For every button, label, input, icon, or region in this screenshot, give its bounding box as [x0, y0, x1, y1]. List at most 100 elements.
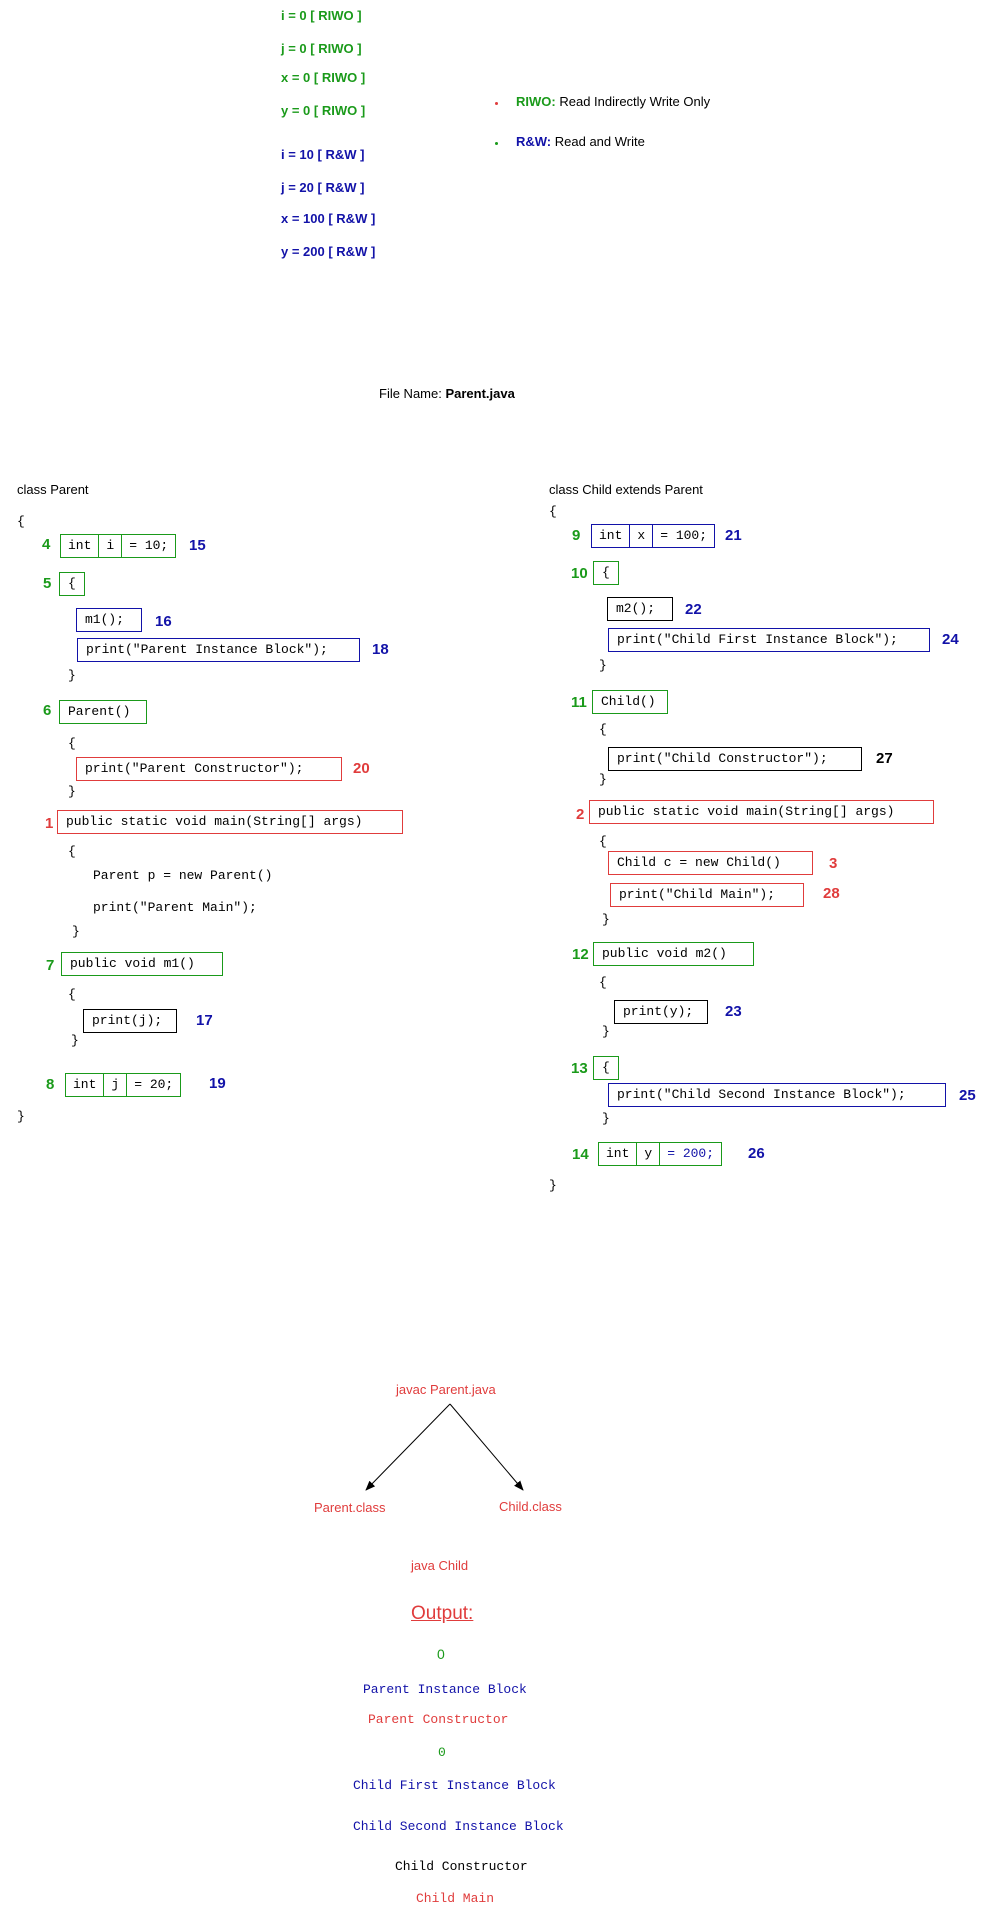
child-instance-block-1-close: }	[599, 658, 607, 673]
legend-bullet-riwo	[495, 102, 498, 105]
parent-constructor-close: }	[68, 784, 76, 799]
print-child-constructor: print("Child Constructor");	[608, 747, 862, 771]
legend-riwo-term: RIWO:	[516, 94, 556, 109]
output-line-7: Child Constructor	[395, 1859, 528, 1874]
output-line-3: Parent Constructor	[368, 1712, 509, 1727]
field-type: int	[68, 538, 92, 553]
m1-open: {	[68, 987, 76, 1002]
output-line-4: 0	[438, 1745, 446, 1760]
parent-main-close: }	[72, 924, 80, 939]
child-main-open: {	[599, 834, 607, 849]
field-value: = 10;	[121, 535, 175, 557]
step-17: 17	[196, 1012, 213, 1029]
field-value: = 200;	[659, 1143, 721, 1165]
parent-main-method: public static void main(String[] args)	[57, 810, 403, 834]
field-value: = 20;	[126, 1074, 180, 1096]
m1-call: m1();	[76, 608, 142, 632]
step-24: 24	[942, 631, 959, 648]
parent-main-line-print: print("Parent Main");	[93, 900, 257, 915]
m2-open: {	[599, 975, 607, 990]
m2-declaration: public void m2()	[593, 942, 754, 966]
print-parent-constructor: print("Parent Constructor");	[76, 757, 342, 781]
print-y: print(y);	[614, 1000, 708, 1024]
child-constructor-open: {	[599, 722, 607, 737]
parent-open-brace: {	[17, 514, 25, 529]
output-line-8: Child Main	[416, 1891, 495, 1906]
parent-main-open: {	[68, 844, 76, 859]
legend-rw-term: R&W:	[516, 134, 552, 149]
file-name-label: File Name: Parent.java	[379, 386, 515, 401]
child-main-close: }	[602, 912, 610, 927]
step-15: 15	[189, 537, 206, 554]
field-var: j	[103, 1074, 126, 1096]
step-16: 16	[155, 613, 172, 630]
step-23: 23	[725, 1003, 742, 1020]
var-i-rw: i = 10 [ R&W ]	[281, 147, 365, 162]
step-9: 9	[572, 527, 581, 544]
legend-riwo: RIWO: Read Indirectly Write Only	[516, 94, 710, 109]
output-line-1: 0	[437, 1646, 445, 1662]
var-x-riwo: x = 0 [ RIWO ]	[281, 70, 366, 85]
step-5: 5	[43, 575, 52, 592]
parent-class-file: Parent.class	[314, 1500, 386, 1515]
step-3: 3	[829, 855, 838, 872]
legend-riwo-text: Read Indirectly Write Only	[559, 94, 711, 109]
arrow-to-child-class	[449, 1403, 524, 1491]
step-6: 6	[43, 702, 52, 719]
parent-constructor: Parent()	[59, 700, 147, 724]
print-child-main: print("Child Main");	[610, 883, 804, 907]
var-y-riwo: y = 0 [ RIWO ]	[281, 103, 366, 118]
file-name-value: Parent.java	[445, 386, 515, 401]
parent-main-line-new: Parent p = new Parent()	[93, 868, 273, 883]
field-var: x	[629, 525, 652, 547]
legend-rw-text: Read and Write	[554, 134, 645, 149]
child-open-brace: {	[549, 504, 557, 519]
step-4: 4	[42, 536, 51, 553]
field-var: i	[98, 535, 121, 557]
output-line-5: Child First Instance Block	[353, 1778, 556, 1793]
var-j-rw: j = 20 [ R&W ]	[281, 180, 365, 195]
m2-call: m2();	[607, 597, 673, 621]
child-instance-block-2-close: }	[602, 1111, 610, 1126]
output-title: Output:	[411, 1603, 474, 1624]
child-new-child: Child c = new Child()	[608, 851, 813, 875]
parent-class-header: class Parent	[17, 482, 89, 497]
child-constructor-close: }	[599, 772, 607, 787]
output-line-6: Child Second Instance Block	[353, 1819, 564, 1834]
step-8: 8	[46, 1076, 55, 1093]
step-12: 12	[572, 946, 589, 963]
m1-declaration: public void m1()	[61, 952, 223, 976]
parent-close-brace: }	[17, 1109, 25, 1124]
m2-close: }	[602, 1024, 610, 1039]
field-value: = 100;	[652, 525, 714, 547]
print-child-first-instance-block: print("Child First Instance Block");	[608, 628, 930, 652]
child-instance-block-2-open: {	[593, 1056, 619, 1080]
step-26: 26	[748, 1145, 765, 1162]
step-19: 19	[209, 1075, 226, 1092]
legend-bullet-rw	[495, 142, 498, 145]
child-class-file: Child.class	[499, 1499, 562, 1514]
arrow-to-parent-class	[365, 1403, 451, 1491]
var-y-rw: y = 200 [ R&W ]	[281, 244, 376, 259]
step-21: 21	[725, 527, 742, 544]
m1-close: }	[71, 1033, 79, 1048]
print-parent-instance-block: print("Parent Instance Block");	[77, 638, 360, 662]
step-11: 11	[571, 694, 587, 711]
child-class-header: class Child extends Parent	[549, 482, 703, 497]
output-line-2: Parent Instance Block	[363, 1682, 527, 1697]
child-main-method: public static void main(String[] args)	[589, 800, 934, 824]
var-j-riwo: j = 0 [ RIWO ]	[281, 41, 362, 56]
legend-rw: R&W: Read and Write	[516, 134, 645, 149]
field-type: int	[606, 1146, 630, 1161]
parent-constructor-open: {	[68, 736, 76, 751]
step-10: 10	[571, 565, 588, 582]
print-child-second-instance-block: print("Child Second Instance Block");	[608, 1083, 946, 1107]
step-1: 1	[45, 815, 54, 832]
step-13: 13	[571, 1060, 588, 1077]
step-2: 2	[576, 806, 585, 823]
step-25: 25	[959, 1087, 976, 1104]
